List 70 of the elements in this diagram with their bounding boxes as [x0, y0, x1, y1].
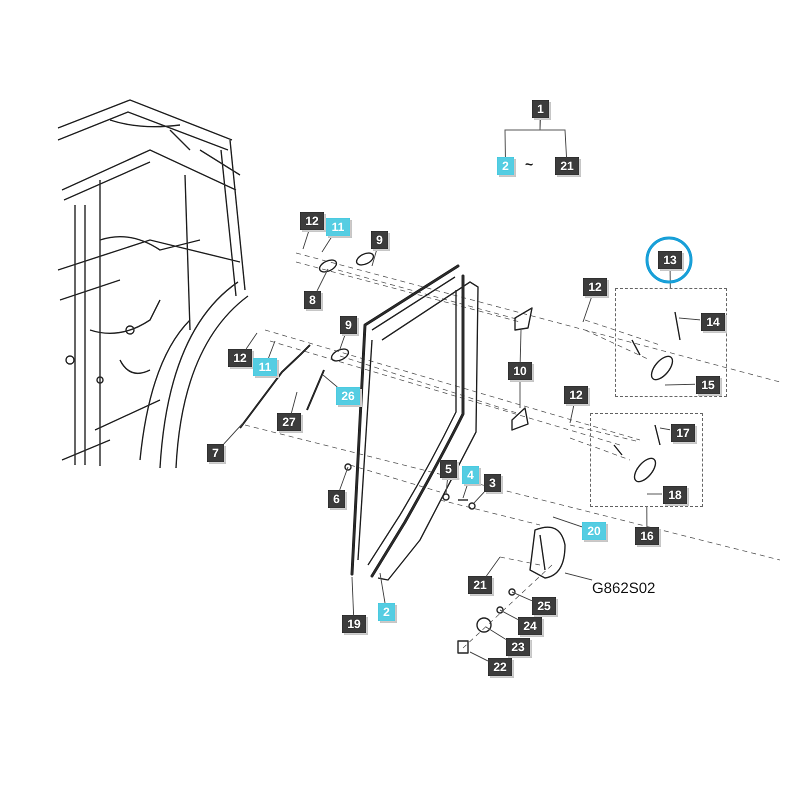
callout-number: 15	[696, 376, 720, 394]
callout-number: 10	[508, 362, 532, 380]
callout-number: 20	[582, 522, 606, 540]
leader-line	[664, 384, 696, 386]
drawing-code: G862S02	[592, 580, 656, 598]
leader-line	[246, 332, 258, 350]
leader-line	[678, 318, 700, 320]
connector-line	[539, 118, 567, 158]
leader-line	[322, 236, 333, 252]
callout-number: 17	[671, 424, 695, 442]
leader-line	[512, 592, 532, 602]
callout-number: 7	[207, 444, 224, 462]
leader-line	[500, 610, 518, 620]
callout-number: 12	[583, 278, 607, 296]
leader-line	[302, 230, 310, 250]
callout-number: 11	[253, 358, 277, 376]
leader-line	[564, 572, 593, 580]
callout-number: 26	[336, 387, 360, 405]
leader-line	[552, 516, 582, 528]
leader-line	[290, 392, 298, 414]
leader-line	[474, 492, 485, 504]
leader-line	[380, 572, 386, 604]
leader-line	[670, 268, 671, 288]
callout-number: 13	[658, 251, 682, 269]
callout-number: 12	[564, 386, 588, 404]
leader-line	[316, 268, 328, 292]
callout-number: 21	[555, 157, 579, 175]
leader-line	[520, 330, 522, 362]
leader-line	[646, 506, 648, 528]
callout-number: 2	[497, 157, 514, 175]
callout-number: 2	[378, 603, 395, 621]
leader-line	[223, 422, 244, 444]
callout-number: 9	[340, 316, 357, 334]
leader-line	[470, 652, 488, 662]
dashed-group-frame	[615, 288, 727, 397]
callout-number: 12	[300, 212, 324, 230]
leader-line	[322, 374, 338, 388]
callout-number: 1	[532, 100, 549, 118]
callout-number: 21	[468, 576, 492, 594]
leader-line	[268, 340, 276, 358]
callout-number: 5	[440, 460, 457, 478]
callout-number: 22	[488, 658, 512, 676]
callout-number: 4	[462, 466, 479, 484]
leader-line	[486, 626, 506, 640]
leader-line	[340, 334, 346, 350]
range-tilde: ~	[525, 156, 534, 172]
leader-line	[660, 428, 670, 430]
callout-number: 16	[635, 527, 659, 545]
callout-number: 25	[532, 597, 556, 615]
callout-number: 18	[663, 486, 687, 504]
leader-line	[462, 484, 468, 498]
callout-number: 8	[304, 291, 321, 309]
callout-number: 9	[371, 231, 388, 249]
leader-line	[352, 576, 354, 616]
leader-line	[582, 296, 592, 322]
leader-line	[339, 466, 348, 490]
leader-line	[486, 556, 500, 576]
leader-line	[446, 478, 448, 494]
callout-number: 19	[342, 615, 366, 633]
callout-number: 27	[277, 413, 301, 431]
callout-number: 12	[228, 349, 252, 367]
callout-number: 24	[518, 617, 542, 635]
leader-line	[570, 404, 575, 424]
callout-number: 3	[484, 474, 501, 492]
callout-number: 11	[326, 218, 350, 236]
leader-line	[372, 248, 378, 266]
callout-number: 23	[506, 638, 530, 656]
callout-number: 14	[701, 313, 725, 331]
dashed-group-frame	[590, 413, 703, 507]
callout-number: 6	[328, 490, 345, 508]
